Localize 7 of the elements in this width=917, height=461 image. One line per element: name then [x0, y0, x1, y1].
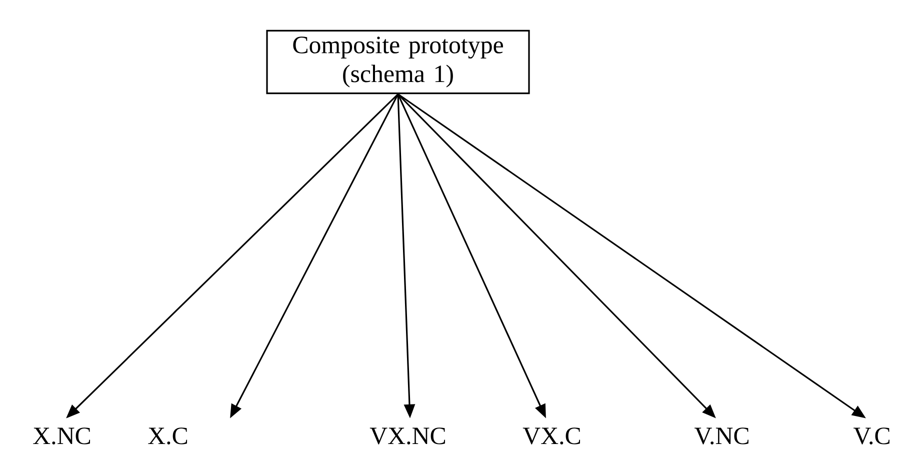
node-label: VX.NC — [370, 428, 446, 444]
node-label: X.NC — [33, 428, 90, 444]
node-label: V.NC — [694, 428, 748, 444]
node-label: X.C — [148, 428, 188, 444]
node-label: V.C — [853, 428, 890, 444]
process-box: Composite prototype (schema 1) — [266, 30, 530, 94]
node-label: VX.C — [522, 428, 580, 444]
